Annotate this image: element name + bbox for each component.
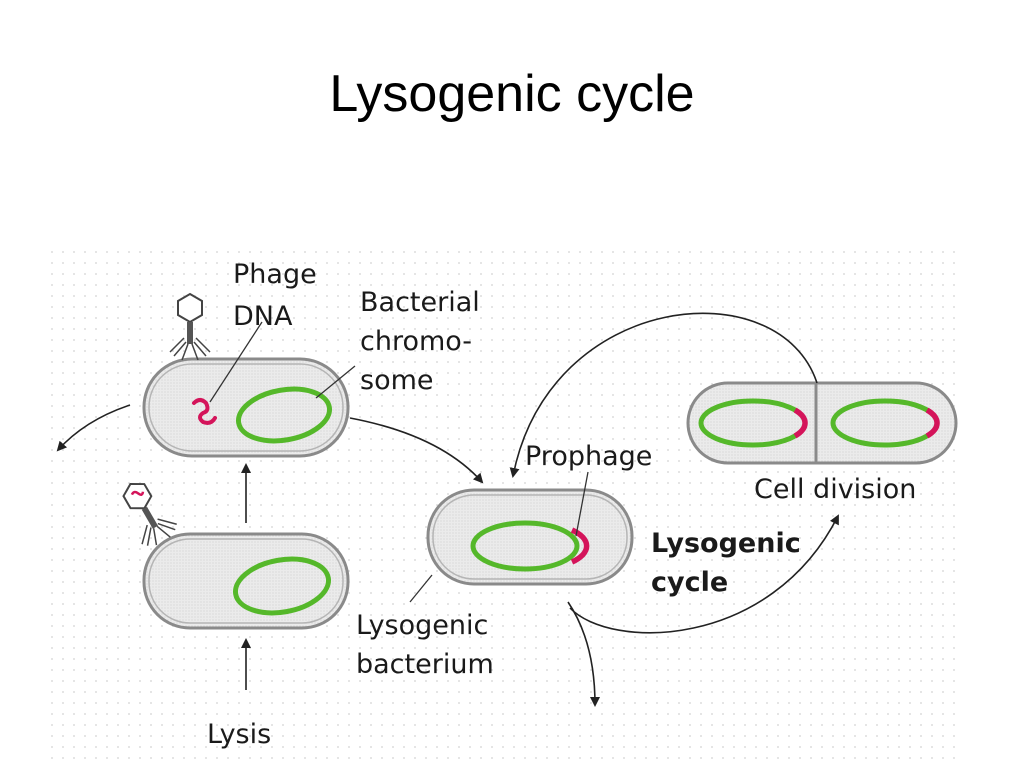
- bacterial-chromosome: [235, 386, 333, 444]
- slide-title: Lysogenic cycle: [329, 65, 695, 123]
- dividing-cells: [686, 381, 958, 465]
- leader-line-lysogenic-bacterium: [409, 574, 433, 603]
- arrow-lysogenic-to-induction: [567, 601, 600, 707]
- leader-line-chromosome: [315, 365, 356, 399]
- bacterial-chromosome: [470, 520, 580, 572]
- label-lysogenic-cycle: Lysogenic cycle: [651, 528, 810, 598]
- infected-cell: [142, 357, 350, 458]
- label-bacterial-chromosome-line2: chromo-: [360, 326, 472, 357]
- bacterial-chromosome: [232, 556, 332, 616]
- label-phage-dna-line1: Phage: [233, 259, 317, 290]
- label-bacterial-chromosome-line3: some: [360, 365, 434, 396]
- leader-line-phage-dna: [209, 321, 263, 403]
- bacteriophage-icon: [169, 292, 211, 361]
- label-prophage: Prophage: [525, 441, 652, 472]
- arrow-cell1-out: [56, 404, 131, 452]
- host-cell: [142, 532, 350, 630]
- label-bacterial-chromosome: Bacterial chromo- some: [360, 287, 488, 396]
- label-lysis: Lysis: [207, 719, 271, 750]
- label-lysogenic-bacterium: Lysogenic bacterium: [356, 610, 497, 680]
- prophage-segment: [793, 407, 808, 439]
- arrow-lysogenic-to-division: [569, 514, 839, 634]
- label-lysogenic-cycle-line1: Lysogenic: [651, 528, 801, 559]
- label-cell-division: Cell division: [754, 474, 916, 505]
- lysogenic-bacterium-cell: [426, 488, 634, 586]
- label-phage-dna: Phage DNA: [233, 259, 325, 332]
- label-lysogenic-cycle-line2: cycle: [651, 567, 728, 598]
- bacteriophage-icon: [122, 482, 177, 546]
- label-lysogenic-bacterium-line1: Lysogenic: [356, 610, 488, 641]
- label-phage-dna-line2: DNA: [233, 301, 293, 332]
- arrow-division-to-lysogenic: [509, 312, 818, 478]
- lysogenic-cycle-diagram: Phage DNA Bacterial chromo- some Prophag…: [50, 250, 960, 760]
- label-lysogenic-bacterium-line2: bacterium: [356, 649, 494, 680]
- prophage-segment: [570, 527, 590, 565]
- arrow-cell1-to-lysogenic: [349, 417, 484, 484]
- phage-dna: [192, 398, 217, 425]
- label-bacterial-chromosome-line1: Bacterial: [360, 287, 480, 318]
- prophage-segment: [925, 407, 940, 439]
- leader-line-prophage: [575, 471, 589, 537]
